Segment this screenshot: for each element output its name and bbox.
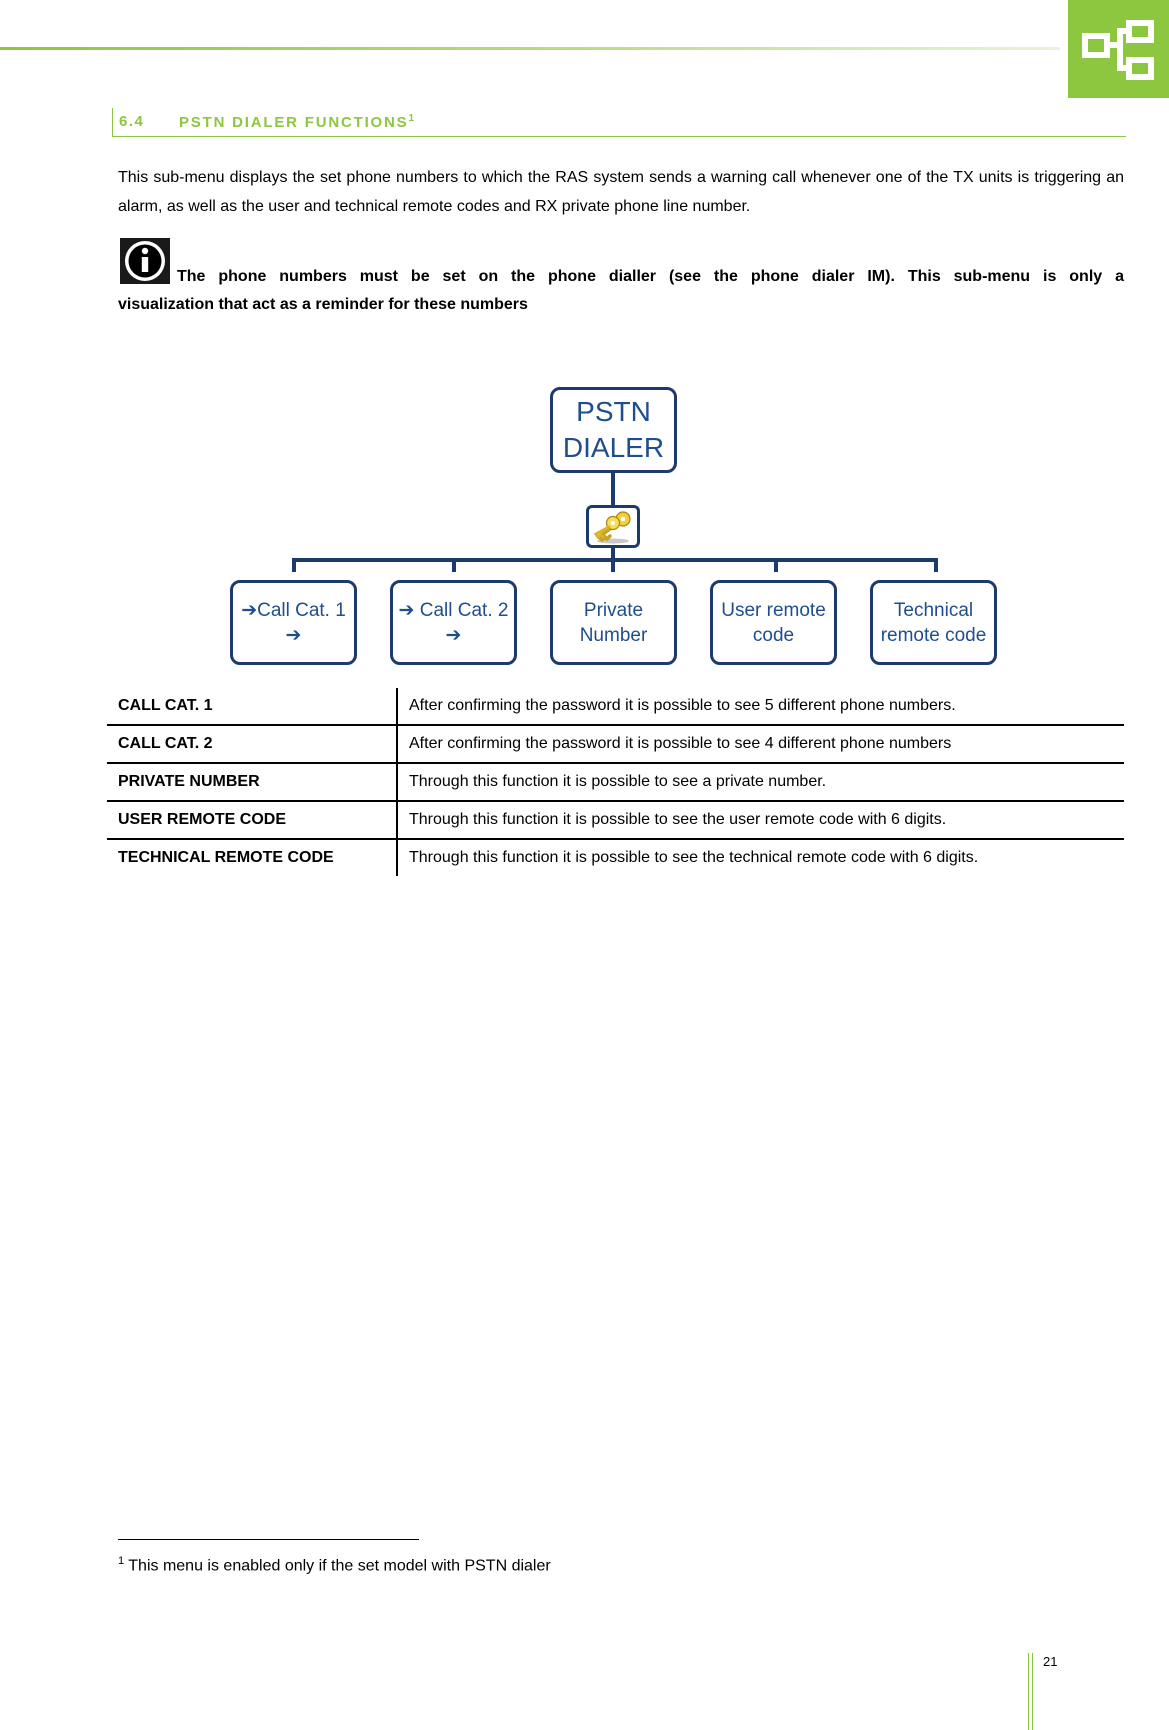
root-node-label: PSTN DIALER [562, 396, 665, 463]
table-row: TECHNICAL REMOTE CODE Through this funct… [107, 839, 1124, 876]
section-number: 6.4 [119, 113, 145, 130]
tree-node-label: ➔Call Cat. 1 ➔ [241, 599, 346, 646]
section-title: PSTN DIALER FUNCTIONS1 [179, 113, 414, 131]
function-name: PRIVATE NUMBER [107, 763, 397, 802]
password-node [586, 505, 640, 548]
function-description: Through this function it is possible to … [396, 839, 1124, 876]
function-name: USER REMOTE CODE [107, 801, 397, 840]
connector [611, 472, 615, 505]
connector [292, 558, 296, 572]
menu-tree-diagram: PSTN DIALER ➔Call Cat. 1 ➔ ➔ Call Cat. 2… [220, 385, 1010, 670]
connector [611, 548, 615, 560]
tree-node-label: ➔ Call Cat. 2 ➔ [398, 599, 509, 646]
tree-node-label: Private Number [579, 599, 648, 646]
tree-node-call-cat-1: ➔Call Cat. 1 ➔ [230, 580, 357, 665]
root-node: PSTN DIALER [550, 387, 677, 473]
function-description: After confirming the password it is poss… [396, 725, 1124, 764]
page-number-bar [1028, 1653, 1033, 1730]
connector [452, 558, 456, 572]
tree-node-user-remote-code: User remote code [710, 580, 837, 665]
footnote-marker: 1 [118, 1555, 125, 1567]
network-icon [1082, 20, 1154, 80]
footnote-separator [118, 1539, 419, 1540]
table-row: PRIVATE NUMBER Through this function it … [107, 763, 1124, 802]
tree-node-label: User remote code [721, 599, 826, 646]
connector [611, 558, 615, 572]
connector [934, 558, 938, 572]
function-name: CALL CAT. 1 [107, 688, 397, 726]
table-row: CALL CAT. 1 After confirming the passwor… [107, 688, 1124, 726]
note-text-line2: visualization that act as a reminder for… [118, 296, 528, 313]
function-name: TECHNICAL REMOTE CODE [118, 849, 334, 866]
function-description: After confirming the password it is poss… [396, 688, 1124, 726]
functions-table: CALL CAT. 1 After confirming the passwor… [107, 688, 1124, 876]
tree-node-private-number: Private Number [550, 580, 677, 665]
table-row: USER REMOTE CODE Through this function i… [107, 801, 1124, 840]
footnote-text: This menu is enabled only if the set mod… [128, 1557, 551, 1575]
note-text-line1: The phone numbers must be set on the pho… [177, 268, 1124, 285]
intro-paragraph: This sub-menu displays the set phone num… [118, 169, 1124, 215]
section-heading: 6.4 PSTN DIALER FUNCTIONS1 [112, 108, 1126, 137]
footnote: 1 This menu is enabled only if the set m… [118, 1555, 551, 1575]
header-rule [0, 47, 1060, 50]
function-name: CALL CAT. 2 [107, 725, 397, 764]
section-title-text: PSTN DIALER FUNCTIONS [179, 114, 409, 131]
tree-node-call-cat-2: ➔ Call Cat. 2 ➔ [390, 580, 517, 665]
function-description: Through this function it is possible to … [396, 763, 1124, 802]
connector [292, 558, 938, 562]
connector [774, 558, 778, 572]
info-icon [120, 238, 170, 284]
page-number: 21 [1043, 1654, 1058, 1669]
tree-node-label: Technical remote code [880, 599, 987, 646]
footnote-ref[interactable]: 1 [408, 113, 415, 124]
logo [1068, 0, 1169, 98]
tree-node-technical-remote-code: Technical remote code [870, 580, 997, 665]
table-row: CALL CAT. 2 After confirming the passwor… [107, 725, 1124, 764]
function-description: Through this function it is possible to … [396, 801, 1124, 840]
keys-icon [593, 511, 631, 544]
